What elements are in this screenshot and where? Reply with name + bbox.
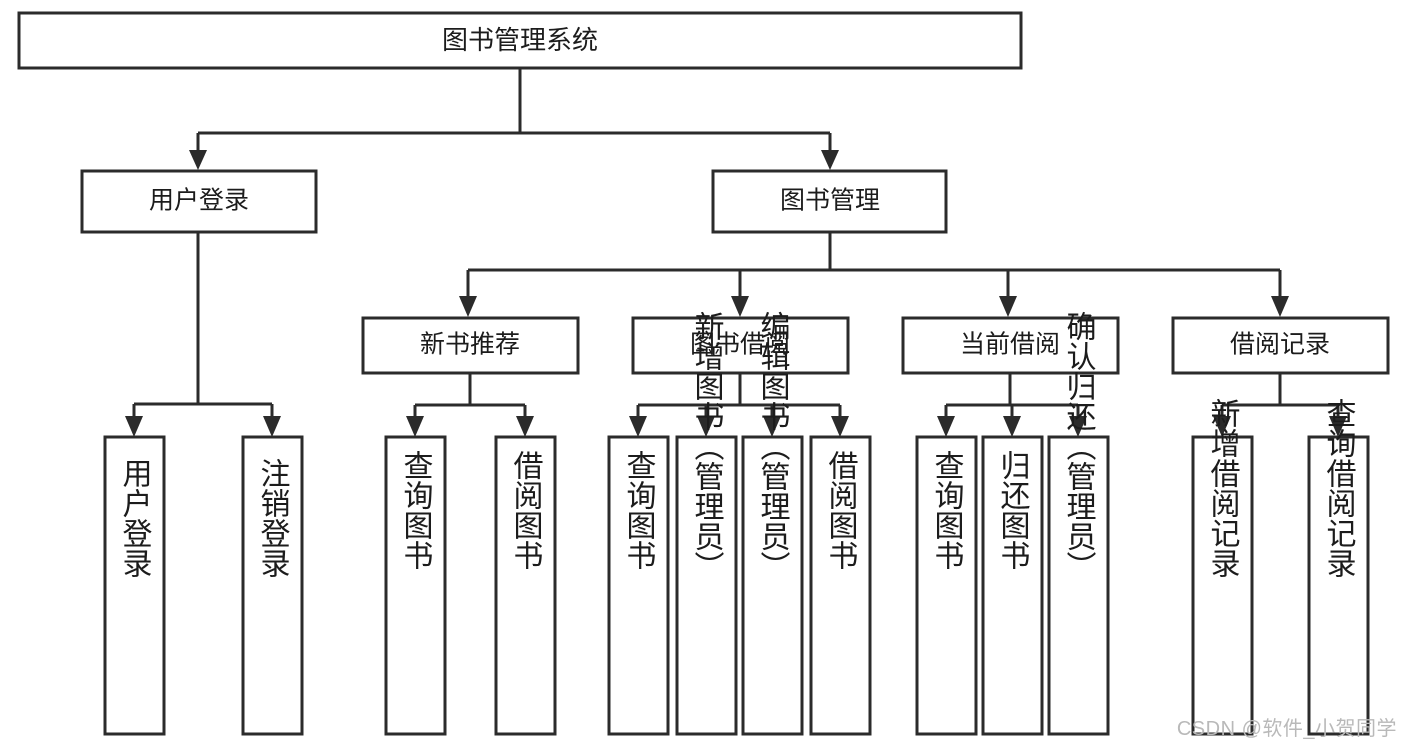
node-leaf-query-book-b-label: 查询图书 [622,450,656,570]
node-leaf-borrow-book-a[interactable]: 借阅图书 [494,435,557,736]
arrowhead-current-borrow [999,296,1017,317]
node-leaf-return-book-label: 归还图书 [996,450,1031,570]
connector-layer [125,68,1347,437]
arrowhead-leaf-confirm-return [1069,416,1087,437]
arrowhead-user-login [189,150,207,170]
node-leaf-confirm-return-box[interactable] [1047,435,1110,736]
node-leaf-borrow-book-b-label: 借阅图书 [824,450,859,570]
node-borrow-record-label: 借阅记录 [1230,331,1330,359]
node-new-book-rec[interactable]: 新书推荐 [361,316,580,375]
node-root-box[interactable] [17,11,1023,70]
node-leaf-add-book-box[interactable] [675,435,738,736]
node-book-manage-label: 图书管理 [780,187,880,215]
node-current-borrow-label: 当前借阅 [960,331,1060,359]
node-book-manage[interactable]: 图书管理 [711,169,948,234]
node-leaf-query-book-c-box[interactable] [915,435,978,736]
node-user-login[interactable]: 用户登录 [80,169,318,234]
arrowhead-leaf-query-book-c [937,416,955,437]
node-leaf-query-book-c[interactable]: 查询图书 [915,435,978,736]
arrowhead-leaf-return-book [1003,416,1021,437]
node-leaf-user-login-box[interactable] [103,435,166,736]
node-leaf-logout[interactable]: 注销登录 [241,435,304,736]
node-leaf-add-record-box[interactable] [1191,435,1254,736]
arrowhead-leaf-query-book-a [406,416,424,437]
node-leaf-borrow-book-a-label: 借阅图书 [509,450,544,570]
node-leaf-confirm-return[interactable]: 确认归还（管理员） [1047,311,1110,736]
arrowhead-leaf-add-book [697,416,715,437]
node-leaf-query-book-c-label: 查询图书 [930,450,964,570]
node-leaf-add-record[interactable]: 新增借阅记录 [1191,398,1254,736]
node-leaf-user-login-label: 用户登录 [118,458,153,578]
arrowhead-book-manage [821,150,839,170]
node-leaf-edit-book[interactable]: 编辑图书（管理员） [741,311,804,736]
node-current-borrow-box[interactable] [901,316,1120,375]
node-leaf-edit-book-box[interactable] [741,435,804,736]
node-book-borrow[interactable]: 图书借阅 [631,316,850,375]
node-leaf-borrow-book-b[interactable]: 借阅图书 [809,435,872,736]
node-root-label: 图书管理系统 [442,25,598,55]
node-borrow-record-box[interactable] [1171,316,1390,375]
csdn-watermark: CSDN @软件_小贺同学 [1176,718,1397,740]
node-book-borrow-box[interactable] [631,316,850,375]
node-leaf-borrow-book-b-box[interactable] [809,435,872,736]
node-borrow-record[interactable]: 借阅记录 [1171,316,1390,375]
arrowhead-leaf-query-book-b [629,416,647,437]
node-leaf-return-book[interactable]: 归还图书 [981,435,1044,736]
node-user-login-box[interactable] [80,169,318,234]
node-leaf-query-book-a-label: 查询图书 [399,450,433,570]
node-current-borrow[interactable]: 当前借阅 [901,316,1120,375]
node-leaf-query-book-a[interactable]: 查询图书 [384,435,447,736]
arrowhead-leaf-borrow-book-a [516,416,534,437]
node-leaf-add-book-label: 新增图书（管理员） [690,311,725,581]
node-leaf-query-record-label: 查询借阅记录 [1322,398,1357,578]
node-leaf-edit-book-label: 编辑图书（管理员） [756,311,791,581]
arrowhead-leaf-edit-book [763,416,781,437]
node-leaf-query-book-b[interactable]: 查询图书 [607,435,670,736]
node-new-book-rec-label: 新书推荐 [420,331,520,359]
node-leaf-user-login[interactable]: 用户登录 [103,435,166,736]
arrowhead-leaf-query-record [1329,416,1347,437]
node-leaf-confirm-return-label: 确认归还（管理员） [1062,311,1097,581]
node-leaf-add-record-label: 新增借阅记录 [1206,398,1241,578]
node-leaf-query-book-a-box[interactable] [384,435,447,736]
node-book-borrow-label: 图书借阅 [690,331,790,359]
arrowhead-borrow-record [1271,296,1289,317]
arrowhead-new-book-rec [459,296,477,317]
node-leaf-add-book[interactable]: 新增图书（管理员） [675,311,738,736]
node-book-manage-box[interactable] [711,169,948,234]
node-leaf-borrow-book-a-box[interactable] [494,435,557,736]
arrowhead-book-borrow [731,296,749,317]
node-leaf-return-book-box[interactable] [981,435,1044,736]
node-leaf-logout-box[interactable] [241,435,304,736]
node-new-book-rec-box[interactable] [361,316,580,375]
arrowhead-leaf-logout [263,416,281,437]
node-leaf-query-record-box[interactable] [1307,435,1370,736]
arrowhead-leaf-user-login [125,416,143,437]
arrowhead-leaf-borrow-book-b [831,416,849,437]
node-leaf-query-book-b-box[interactable] [607,435,670,736]
node-root[interactable]: 图书管理系统 [17,11,1023,70]
node-leaf-logout-label: 注销登录 [256,458,291,578]
node-leaf-query-record[interactable]: 查询借阅记录 [1307,398,1370,736]
node-user-login-label: 用户登录 [149,187,249,215]
arrowhead-leaf-add-record [1213,416,1231,437]
